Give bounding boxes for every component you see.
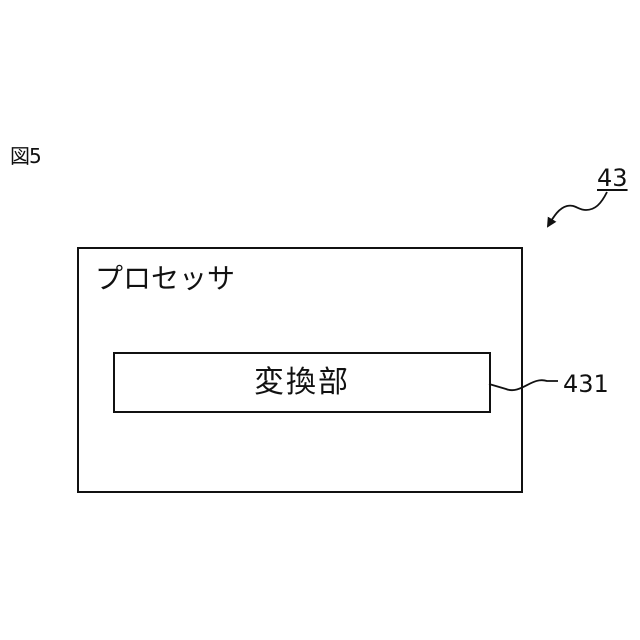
processor-reference-arrow [548,192,607,226]
processor-box: プロセッサ 変換部 [77,247,523,493]
reference-number-converter: 431 [563,370,609,398]
converter-box: 変換部 [113,352,491,413]
figure-label: 図5 [10,142,41,170]
reference-number-processor: 43 [597,164,628,192]
converter-label: 変換部 [254,365,350,401]
processor-label: プロセッサ [95,261,235,297]
